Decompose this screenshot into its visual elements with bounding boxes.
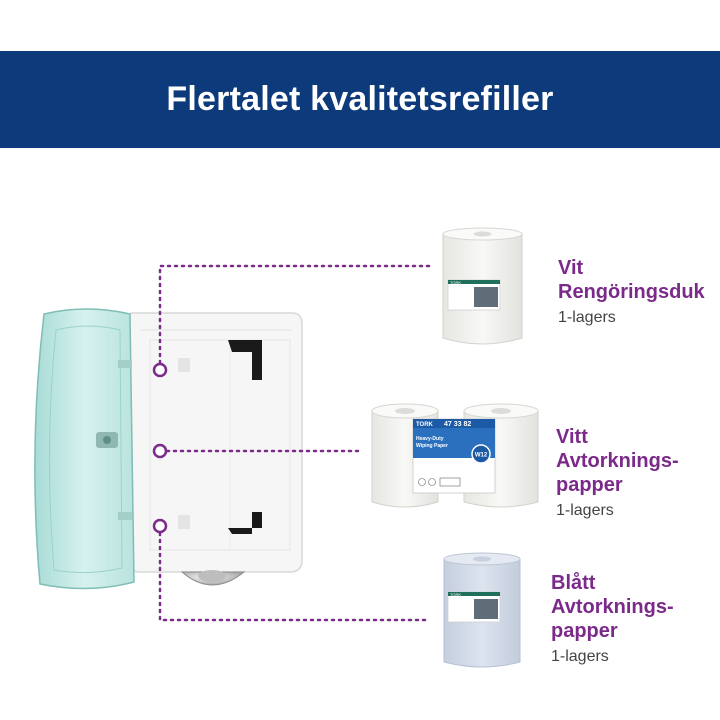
product-name-line: Avtorknings- xyxy=(551,596,674,618)
dispenser-nozzle xyxy=(180,570,246,586)
product-name-line: Rengöringsduk xyxy=(558,281,705,303)
package-label: TORK 47 33 82 Heavy-Duty Wiping Paper W1… xyxy=(412,418,496,494)
product-image-wiping-paper-white: TORK 47 33 82 Heavy-Duty Wiping Paper W1… xyxy=(371,403,539,508)
product-image-wiping-paper-blue: TORK xyxy=(443,552,521,668)
roll-tag-1: TORK xyxy=(450,280,461,285)
product-name-line: Blått xyxy=(551,572,596,594)
connector-dot-3 xyxy=(152,518,168,534)
product-ply: 1-lagers xyxy=(558,309,616,326)
product-ply: 1-lagers xyxy=(556,502,614,519)
title-banner: Flertalet kvalitetsrefiller xyxy=(0,51,720,148)
package-desc-2: Wiping Paper xyxy=(416,443,448,449)
product-label-wiping-paper-white: Vitt Avtorknings- papper 1-lagers xyxy=(556,425,679,523)
product-name-line: Avtorknings- xyxy=(556,450,679,472)
product-ply: 1-lagers xyxy=(551,648,609,665)
dispenser-latches xyxy=(228,340,262,534)
package-brand: TORK xyxy=(416,422,434,428)
connector-lines xyxy=(152,264,432,622)
product-label-cleaning-cloth: Vit Rengöringsduk 1-lagers xyxy=(558,256,705,330)
product-label-wiping-paper-blue: Blått Avtorknings- papper 1-lagers xyxy=(551,571,674,669)
product-image-cleaning-cloth: TORK xyxy=(442,227,523,345)
dispenser-body xyxy=(127,312,303,573)
package-desc-1: Heavy-Duty xyxy=(416,436,444,442)
connector-dot-1 xyxy=(152,362,168,378)
dispenser xyxy=(34,308,303,590)
connector-line-1 xyxy=(158,264,432,372)
product-name-line: Vit xyxy=(558,257,584,279)
page-title: Flertalet kvalitetsrefiller xyxy=(166,80,554,118)
connector-line-3 xyxy=(158,524,432,622)
package-code: 47 33 82 xyxy=(444,421,471,428)
dispenser-cover xyxy=(34,308,135,590)
connector-dot-2 xyxy=(152,443,168,459)
package-badge: W12 xyxy=(475,453,488,459)
product-name-line: Vitt xyxy=(556,426,588,448)
roll-tag-3: TORK xyxy=(450,592,461,597)
product-name-line: papper xyxy=(556,474,623,496)
product-name-line: papper xyxy=(551,620,618,642)
